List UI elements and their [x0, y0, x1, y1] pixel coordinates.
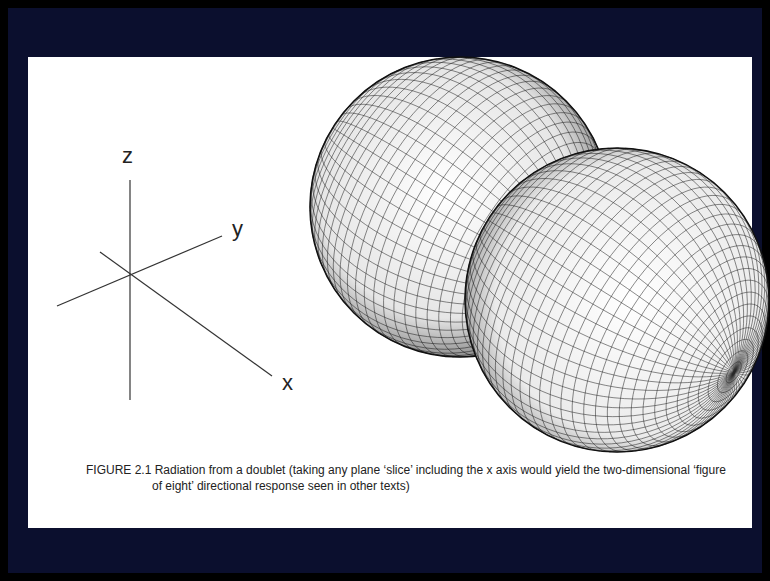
y-axis-label: y [232, 218, 243, 240]
axes [57, 180, 272, 400]
z-axis [129, 180, 130, 400]
lobe-ground [465, 148, 769, 452]
lobe-outline [465, 148, 769, 452]
doublet-pattern [310, 57, 769, 452]
x-axis-label: x [282, 372, 293, 394]
y-axis [57, 236, 222, 306]
figure-caption: FIGURE 2.1 Radiation from a doublet (tak… [86, 463, 726, 494]
lobe-shading [465, 148, 769, 452]
sphere-lobe [465, 148, 769, 452]
z-axis-label: z [122, 145, 133, 167]
x-axis [100, 252, 272, 376]
